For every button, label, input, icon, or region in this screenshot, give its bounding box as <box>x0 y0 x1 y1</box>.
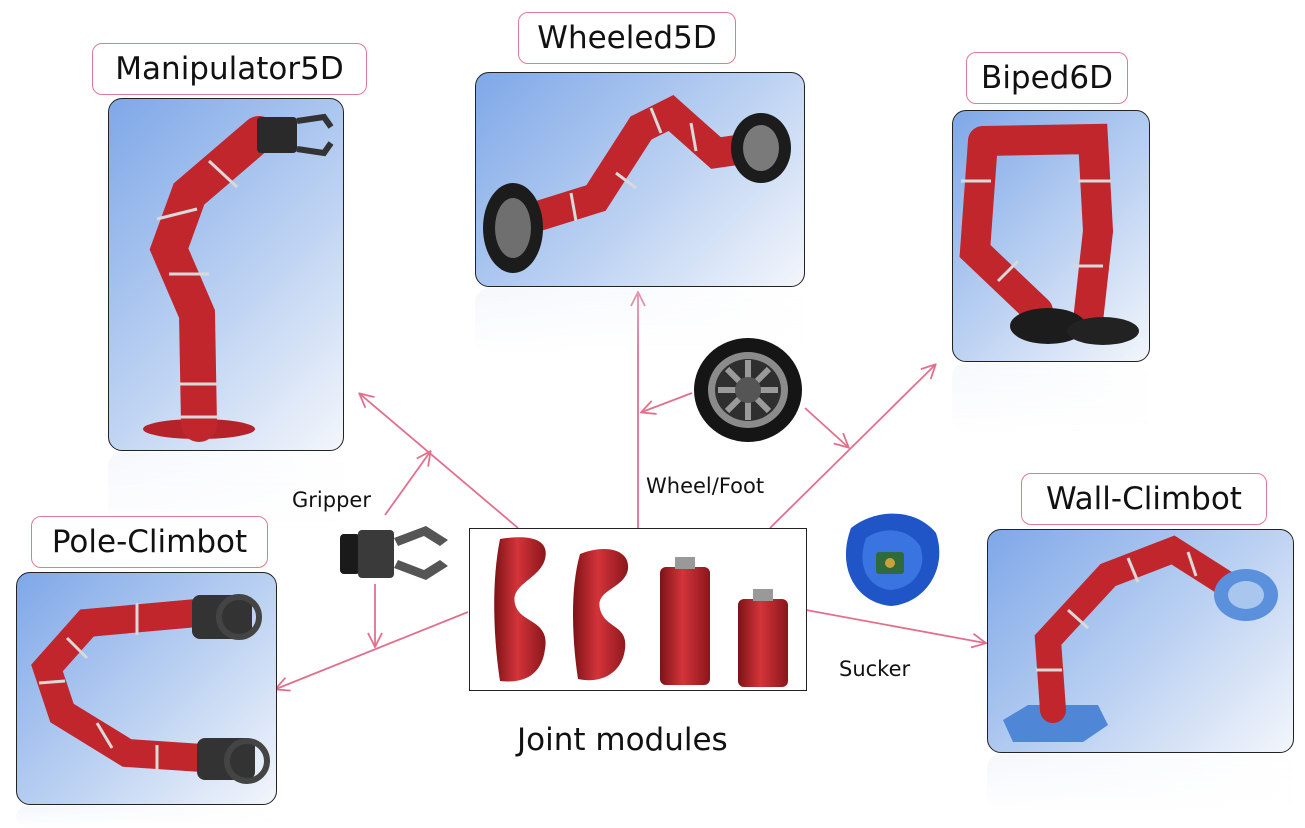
manipulator-image <box>108 98 344 451</box>
pole-climbot-label-text: Pole-Climbot <box>51 524 248 560</box>
wheeled-image <box>475 72 805 287</box>
wall-climbot-image <box>987 529 1294 753</box>
wheel-image <box>692 336 804 444</box>
manipulator-label-text: Manipulator5D <box>115 51 344 87</box>
joint-module-icons <box>494 537 788 687</box>
pole-climbot-image <box>16 572 277 805</box>
pole-climbot-reflection <box>16 806 277 828</box>
wheel-foot-caption: Wheel/Foot <box>646 474 765 498</box>
joint-modules-image <box>469 528 807 691</box>
wheeled-label-text: Wheeled5D <box>537 20 717 56</box>
wall-climbot-label-text: Wall-Climbot <box>1046 481 1242 517</box>
sucker-image <box>836 508 946 608</box>
gripper-image <box>336 520 462 586</box>
joint-module-3 <box>660 567 710 685</box>
biped-reflection <box>952 363 1150 433</box>
wheeled-robot-icon <box>483 95 791 273</box>
gripper-caption: Gripper <box>292 488 371 512</box>
arrow-to-pole-climbot <box>276 611 469 689</box>
wheeled-label: Wheeled5D <box>518 12 736 64</box>
biped-label: Biped6D <box>966 52 1128 104</box>
joint-modules-caption: Joint modules <box>517 722 728 758</box>
wall-climbot-reflection <box>987 754 1294 814</box>
joint-module-4 <box>738 599 788 687</box>
wheel-icon <box>694 338 802 442</box>
arrow-to-biped <box>769 365 935 529</box>
biped-label-text: Biped6D <box>981 60 1113 96</box>
arrow-wheel-right <box>804 407 848 447</box>
arrow-wheel-left <box>642 392 693 412</box>
biped-robot-icon <box>959 123 1139 345</box>
pole-climbot-robot-icon <box>31 594 270 784</box>
sucker-icon <box>845 513 940 606</box>
arrow-gripper-up <box>384 452 430 516</box>
manipulator-label: Manipulator5D <box>92 43 367 95</box>
wall-climbot-robot-icon <box>1003 535 1278 742</box>
arrow-to-manipulator <box>360 394 519 529</box>
biped-image <box>952 110 1150 362</box>
wall-climbot-label: Wall-Climbot <box>1021 473 1267 525</box>
pole-climbot-label: Pole-Climbot <box>31 516 268 568</box>
joint-module-1 <box>494 537 546 682</box>
arrow-to-wall-climbot <box>805 609 985 643</box>
joint-module-2 <box>573 549 629 681</box>
sucker-caption: Sucker <box>839 657 911 681</box>
manipulator-robot-icon <box>143 113 334 442</box>
gripper-icon <box>340 526 448 580</box>
